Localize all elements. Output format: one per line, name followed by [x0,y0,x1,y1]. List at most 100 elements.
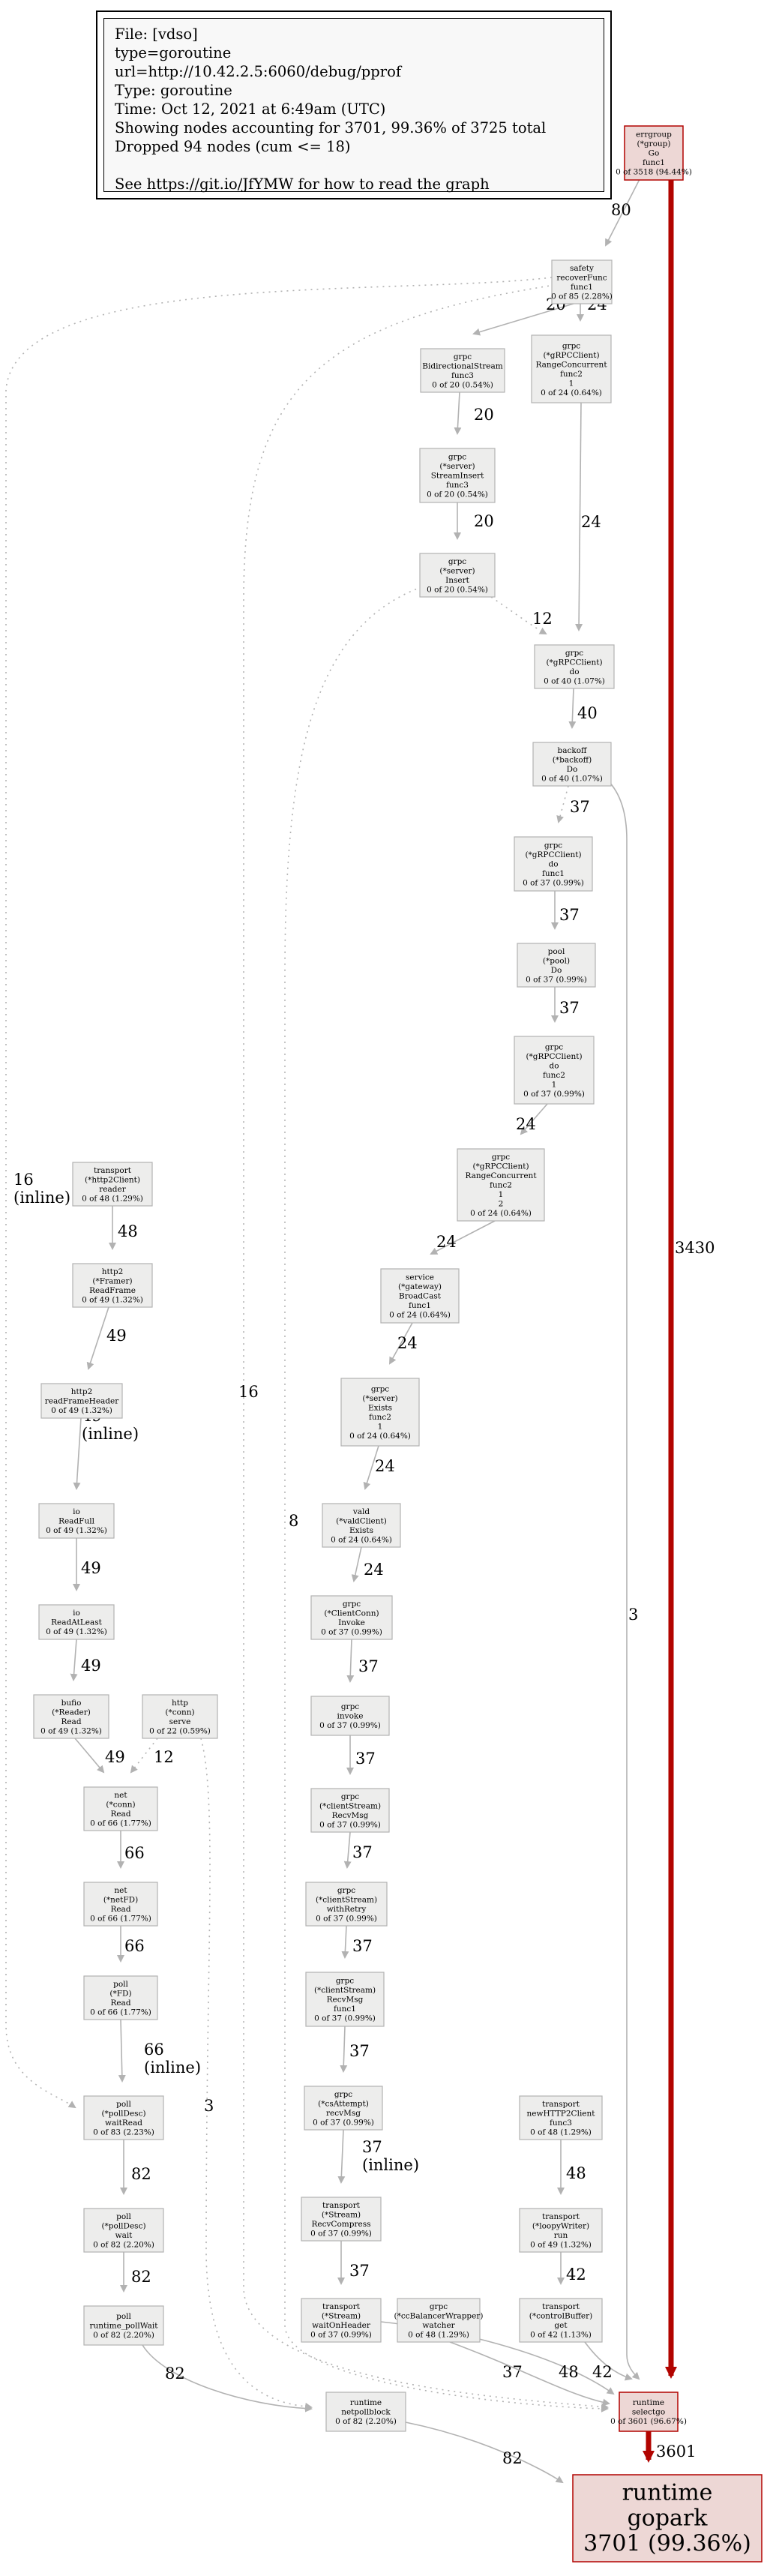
node-label: 0 of 66 (1.77%) [90,1819,151,1828]
edge-line [575,402,583,631]
node-label: Exists [368,1403,392,1412]
node-label: grpc [544,841,562,850]
node-label: (*gRPCClient) [472,1162,529,1171]
node-label: 0 of 40 (1.07%) [544,676,605,685]
node-pooldo[interactable]: pool(*pool)Do0 of 37 (0.99%) [517,943,596,988]
node-label: 0 of 66 (1.77%) [90,2008,151,2017]
edge-withretry-to-csrecvf1: 37 [341,1925,373,1959]
node-backoff[interactable]: backoff(*backoff)Do0 of 40 (1.07%) [532,742,612,787]
node-box [310,1788,390,1833]
edge-insert-to-selectgo: 8 [284,584,609,2413]
node-label: 0 of 49 (1.32%) [82,1295,143,1304]
node-label: (*server) [362,1394,397,1403]
node-label: 0 of 48 (1.29%) [82,1194,143,1203]
node-label: 0 of 37 (0.99%) [319,1721,381,1730]
node-label: func2 [490,1181,512,1190]
node-label: poll [116,2312,131,2321]
edge-label: 66 [144,2041,164,2059]
legend-time: Time: Oct 12, 2021 at 6:49am (UTC) [115,100,386,118]
node-label: 2 [499,1200,504,1209]
edge-label: 48 [559,2363,579,2381]
node-box [38,1604,115,1640]
node-label: 1 [552,1080,557,1089]
edge-selectgo-to-gopark: 3601 [643,2431,696,2463]
node-label: gopark [628,2506,709,2532]
node-label: io [73,1507,80,1516]
node-label: 0 of 3518 (94.44%) [616,168,692,177]
node-rangeconc1[interactable]: grpc(*gRPCClient)RangeConcurrentfunc210 … [531,334,612,403]
node-label: 0 of 37 (0.99%) [310,2330,372,2339]
edge-readfull-to-readatleast: 49 [73,1538,101,1591]
node-box [340,1378,420,1447]
node-label: (*FD) [109,1989,131,1998]
edge-backoff-to-dofunc1: 37 [556,785,590,823]
node-label: RecvCompress [312,2220,371,2229]
node-box [83,1786,158,1831]
node-label: 0 of 37 (0.99%) [321,1627,382,1636]
edge-label: 82 [502,2449,523,2467]
edge-newhttp2-to-loopyrun: 48 [557,2140,586,2195]
node-label: (*Stream) [322,2210,361,2219]
node-label: grpc [341,1792,359,1801]
node-label: (*group) [637,139,671,148]
node-label: netpollblock [341,2408,391,2417]
edge-label: 49 [105,1748,125,1766]
node-label: pool [548,947,565,956]
node-label: runtime [622,2480,713,2506]
node-box [420,348,505,393]
edge-label: 3 [628,1606,638,1624]
node-label: 0 of 83 (2.23%) [93,2128,154,2137]
node-rangeconc2[interactable]: grpc(*gRPCClient)RangeConcurrentfunc2120… [457,1148,545,1222]
node-label: (*gRPCClient) [526,1052,582,1061]
edge-line [568,688,577,729]
node-box [310,1696,390,1736]
edge-line [118,2019,126,2083]
node-label: runtime [350,2398,382,2407]
node-label: func2 [560,370,583,379]
node-label: transport [94,1166,132,1175]
node-grpcdo[interactable]: grpc(*gRPCClient)do0 of 40 (1.07%) [534,644,615,689]
edge-label: 42 [592,2363,613,2381]
node-box [38,1503,115,1539]
node-label: get [554,2321,568,2330]
node-label: service [406,1273,434,1282]
